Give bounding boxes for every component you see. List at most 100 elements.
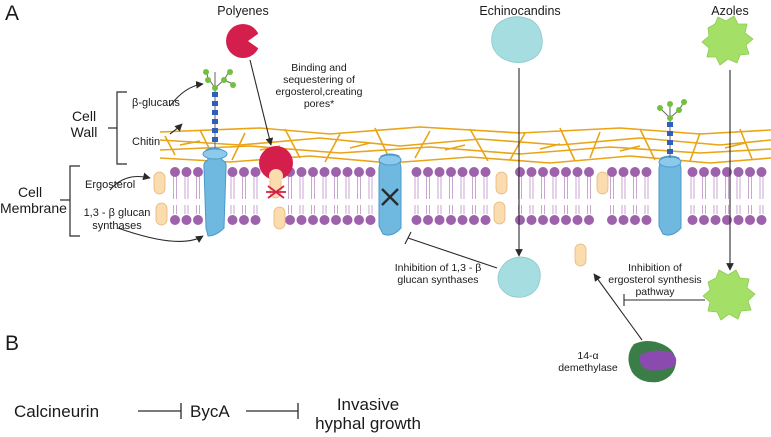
lipid-head-inner [641,215,652,225]
demethylase-label-line-2: demethylase [558,362,618,374]
inhibition-x-mark [381,188,399,206]
lipid-head-outer [630,167,640,177]
lipid-head-outer [745,167,755,177]
lipid-head-outer [354,167,364,177]
lipid-head-outer [181,167,192,177]
lipid-head-inner [170,215,180,225]
glucan-inhibition-note-line-1: Inhibition of 1,3 - β [394,262,482,274]
beta-glucan-chain-left [203,69,236,148]
lipid-head-inner [630,215,640,225]
cell-wall-label: Cell Wall [60,108,108,140]
lipid-head-outer [239,167,249,177]
lipid-head-outer [538,167,548,177]
lipid-bilayer [170,167,767,225]
pathway-calcineurin: Calcineurin [14,402,100,421]
polyene-mechanism-note: Binding and sequestering of ergosterol,c… [264,62,374,110]
lipid-head-inner [193,215,203,225]
polyene-molecule-bound [259,146,293,199]
lipid-head-inner [480,215,491,225]
glucan-inhibition-note: Inhibition of 1,3 - β glucan synthases [380,262,496,286]
lipid-head-outer [549,167,560,177]
lipid-head-outer [365,167,376,177]
polyene-mechanism-note-line-2: sequestering of [283,74,355,86]
inhibition-lines [404,231,705,306]
cell-wall-fibers [159,126,771,164]
lipid-head-outer [561,167,571,177]
glucan-synthase-inhibited [378,153,402,236]
glucan-synthases-label: 1,3 - β glucan synthases [82,207,152,233]
pathway-byca: BycA [190,402,230,421]
lipid-head-inner [572,215,583,225]
ergosterol-inhibition-note-line-2: ergosterol synthesis [608,274,702,286]
cell-membrane-label-line-1: Cell [17,184,43,200]
lipid-head-inner [561,215,571,225]
beta-glucan-chain-right [657,99,687,158]
polyene-molecule-free [226,24,262,58]
lipid-head-outer [469,167,479,177]
lipid-head-inner [365,215,376,225]
lipid-head-inner [446,215,456,225]
cell-membrane-label-line-2: Membrane [0,200,67,216]
lipid-head-inner [342,215,353,225]
polyenes-label: Polyenes [217,4,269,18]
lipid-head-inner [423,215,433,225]
cell-membrane-bracket [60,165,80,237]
lipid-head-outer [193,167,203,177]
lipid-head-outer [480,167,491,177]
lipid-head-outer [710,167,721,177]
lipid-head-outer [699,167,709,177]
lipid-head-inner [250,215,261,225]
echinocandin-molecules [491,16,543,298]
lipid-head-outer [250,167,261,177]
ergosterol-label: Ergosterol [85,179,136,191]
pathway-outcome-line-1: Invasive [336,395,400,414]
lipid-head-inner [538,215,548,225]
glucan-synthase-left [202,147,228,237]
ergosterol-inhibition-note-line-1: Inhibition of [628,262,682,274]
cell-wall-label-line-2: Wall [70,124,98,140]
azole-molecules [701,15,756,321]
lipid-head-outer [170,167,180,177]
lipid-head-inner [354,215,364,225]
lipid-head-outer [607,167,617,177]
glucan-synthases-label-line-1: 1,3 - β glucan [83,207,151,219]
lipid-head-inner [434,215,445,225]
lipid-head-inner [296,215,307,225]
pointer-arrows [109,59,734,341]
chitin-label: Chitin [132,136,161,148]
pathway-outcome-line-2: hyphal growth [315,414,421,433]
lipid-head-inner [181,215,192,225]
cell-wall-bracket [108,91,127,165]
lipid-head-outer [687,167,698,177]
polyene-mechanism-note-line-4: pores* [303,98,335,110]
lipid-head-outer [446,167,456,177]
lipid-head-inner [687,215,698,225]
beta-glucans-label: β-glucans [132,97,180,109]
lipid-head-outer [572,167,583,177]
lipid-head-outer [756,167,767,177]
lipid-head-outer [434,167,445,177]
demethylase-enzyme [628,341,677,383]
demethylase-label: 14-α demethylase [552,350,624,374]
polyene-mechanism-note-line-1: Binding and [291,62,347,74]
lipid-head-outer [584,167,594,177]
panel-b-label: B [5,332,20,355]
lipid-head-inner [607,215,617,225]
lipid-head-outer [227,167,238,177]
lipid-head-inner [227,215,238,225]
lipid-head-outer [618,167,629,177]
lipid-head-outer [423,167,433,177]
lipid-head-inner [457,215,468,225]
lipid-head-inner [745,215,755,225]
lipid-head-inner [319,215,330,225]
lipid-head-inner [515,215,525,225]
lipid-head-outer [411,167,422,177]
lipid-head-outer [457,167,468,177]
glucan-synthases-label-line-2: synthases [92,220,142,232]
polyene-mechanism-note-line-3: ergosterol,creating [275,86,363,98]
lipid-head-outer [515,167,525,177]
lipid-head-outer [641,167,652,177]
ergosterol-inhibition-note: Inhibition of ergosterol synthesis pathw… [600,262,710,298]
lipid-head-outer [308,167,318,177]
lipid-head-inner [549,215,560,225]
